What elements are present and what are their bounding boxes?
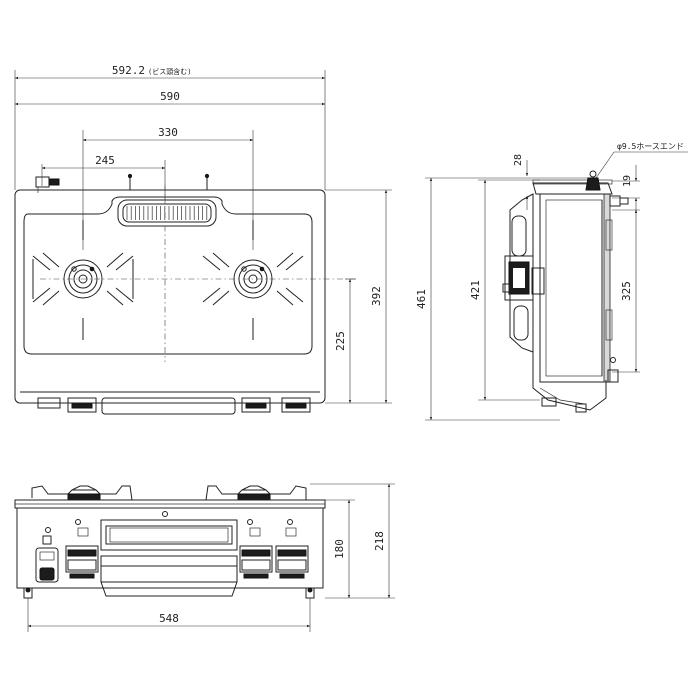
dim-side-top-offset: 28 xyxy=(513,154,524,166)
grill-vent-icon xyxy=(117,199,217,227)
top-view-knobs xyxy=(37,397,311,413)
dim-burner-pitch: 330 xyxy=(158,126,178,139)
dim-width-with-screw: 592.2 xyxy=(112,64,145,77)
front-view: 548 180 218 xyxy=(14,483,395,632)
dim-front-width: 548 xyxy=(159,612,179,625)
side-knob-icon xyxy=(502,255,545,301)
dim-burner-depth: 225 xyxy=(334,331,347,351)
dim-front-height: 180 xyxy=(333,539,346,559)
dim-body-depth: 392 xyxy=(370,286,383,306)
dim-hose-height: 19 xyxy=(622,175,633,187)
dim-width: 590 xyxy=(160,90,180,103)
dim-side-hose-span: 325 xyxy=(620,281,633,301)
dim-hose-offset: 245 xyxy=(95,154,115,167)
side-view: 461 421 28 19 325 φ9.5ホースエンド xyxy=(415,142,688,421)
front-knob-left-1 xyxy=(65,545,99,579)
hose-fitting-icon xyxy=(35,176,60,193)
front-knob-right-1 xyxy=(239,545,273,579)
front-trivets xyxy=(31,485,307,501)
dim-front-total-height: 218 xyxy=(373,531,386,551)
dim-side-body: 421 xyxy=(469,280,482,300)
top-view: 592.2 (ビス頭含む) 590 330 245 xyxy=(14,64,392,415)
dim-side-total: 461 xyxy=(415,289,428,309)
side-hose-fitting-icon xyxy=(585,170,629,207)
front-knob-right-2 xyxy=(275,545,309,579)
battery-box-icon xyxy=(35,535,59,583)
left-burner-icon xyxy=(32,252,134,306)
dim-width-note: (ビス頭含む) xyxy=(148,67,191,76)
hose-end-label: φ9.5ホースエンド xyxy=(617,142,684,151)
